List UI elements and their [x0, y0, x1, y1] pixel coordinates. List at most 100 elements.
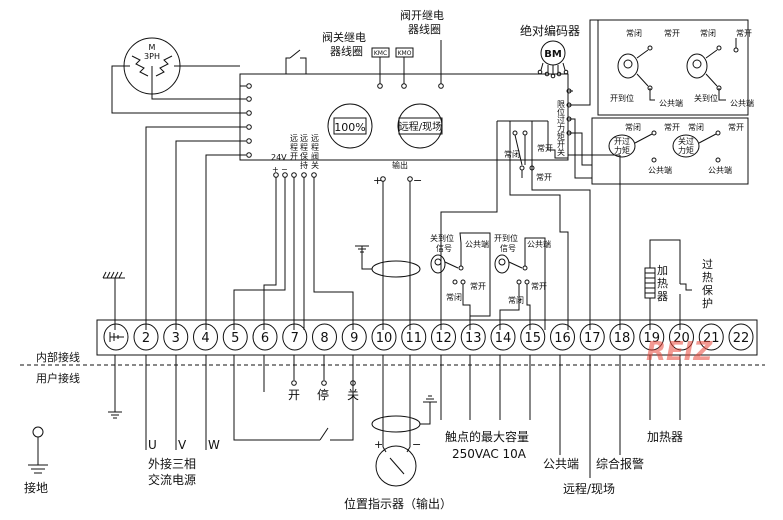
svg-text:信号: 信号	[436, 243, 452, 253]
overtorque-switch-box	[591, 117, 749, 185]
svg-text:开到位: 开到位	[494, 233, 518, 243]
v24-minus: −	[281, 165, 288, 174]
terminal-6	[252, 323, 278, 351]
terminal-16	[550, 323, 575, 351]
svg-text:程: 程	[311, 143, 319, 152]
terminal-11	[401, 323, 427, 351]
terminal-17-label: 17	[584, 331, 601, 346]
terminal-6-label: 6	[261, 331, 269, 346]
chassis-ground-icon	[102, 271, 125, 330]
open-overtorque-icon: 开过 力矩	[608, 130, 657, 163]
close-limit-no: 常开	[736, 29, 752, 38]
motor-3ph-label: 3PH	[144, 52, 160, 61]
heater-label: 加 热 器	[657, 264, 668, 303]
v24-label: 24V	[271, 153, 287, 162]
terminal-10-label: 10	[376, 331, 393, 346]
svg-text:关: 关	[557, 147, 565, 157]
open-position-signal-switch: 开到位 信号 公共端 常开 常闭	[494, 233, 551, 305]
open-ot-no: 常开	[664, 123, 680, 132]
terminal-18	[609, 323, 635, 351]
contact-capacity-1: 触点的最大容量	[445, 429, 529, 444]
svg-text:公共端: 公共端	[465, 239, 489, 249]
svg-text:开: 开	[290, 152, 298, 161]
ground-label: 接地	[24, 480, 48, 495]
terminal-9-label: 9	[350, 331, 358, 346]
limit-switch-box	[597, 19, 749, 116]
svg-text:常闭: 常闭	[446, 293, 462, 302]
remote-local-label: 远程/现场	[563, 481, 615, 496]
terminal-21-label: 21	[703, 331, 720, 346]
close-ot-common: 公共端	[708, 165, 732, 175]
terminal-9	[341, 323, 367, 351]
internal-wiring-label: 内部接线	[36, 350, 80, 364]
svg-text:关过: 关过	[678, 136, 694, 146]
user-wiring-label: 用户接线	[36, 371, 80, 385]
terminal-21	[698, 323, 724, 351]
close-limit-common: 公共端	[730, 98, 754, 108]
svg-text:矩: 矩	[557, 131, 565, 141]
svg-text:热: 热	[657, 277, 668, 290]
terminal-13	[460, 323, 486, 351]
terminal-strip	[96, 319, 758, 356]
terminal-7-label: 7	[291, 331, 299, 346]
indicator-label: 位置指示器（输出）	[344, 496, 452, 511]
shield-ground-upper-icon	[355, 245, 369, 253]
remote-close-label: 远 程 阀 关	[311, 134, 319, 170]
remote-local-knob-label: 远程/现场	[399, 120, 442, 133]
terminal-20-label: 20	[673, 331, 690, 346]
terminal-19-label: 19	[643, 331, 660, 346]
open-limit-label: 开到位	[610, 93, 634, 103]
svg-text:力矩: 力矩	[614, 145, 630, 155]
terminal-4-label: 4	[201, 331, 209, 346]
thermal-switch-icon	[679, 276, 692, 300]
cable-shield-lower	[371, 415, 421, 433]
terminal-12	[431, 323, 456, 351]
svg-text:力: 力	[557, 123, 565, 133]
alarm-nc-label: 常闭	[504, 150, 520, 159]
open-relay-coil-label-2: 器线圈	[408, 22, 441, 36]
encoder-pins	[537, 62, 569, 79]
terminal-17	[579, 323, 605, 351]
open-ot-nc: 常闭	[625, 123, 641, 132]
open-limit-switch-icon	[617, 45, 653, 91]
terminal-3	[163, 323, 189, 351]
close-position-signal-switch: 关到位 信号 公共端 常开 常闭	[430, 233, 489, 302]
position-indicator-gauge-icon	[375, 445, 417, 487]
motor-m-label: M	[149, 43, 156, 52]
phase-w: W	[208, 438, 220, 452]
external-ground-icon	[28, 426, 48, 474]
open-cmd-label: 开	[288, 388, 300, 402]
terminal-18-label: 18	[614, 331, 631, 346]
terminal-2	[133, 323, 159, 351]
three-phase-label-2: 交流电源	[148, 472, 196, 487]
close-overtorque-icon: 关过 力矩	[672, 130, 721, 163]
terminal-5-label: 5	[231, 331, 239, 346]
svg-text:远: 远	[311, 134, 319, 143]
close-limit-switch-icon	[686, 45, 722, 91]
svg-text:关: 关	[311, 160, 319, 170]
relay-contact-top	[285, 49, 307, 74]
terminal-14	[490, 323, 516, 351]
cable-shield-upper	[371, 260, 421, 278]
kmc-label: KMC	[374, 50, 387, 57]
remote-hold-label: 远 程 保 持	[300, 134, 308, 170]
svg-text:保: 保	[300, 151, 308, 161]
svg-text:程: 程	[290, 143, 298, 152]
terminal-14-label: 14	[495, 331, 512, 346]
position-display: 100%	[327, 103, 373, 149]
svg-text:护: 护	[702, 296, 713, 310]
close-relay-coil-label-1: 阀关继电	[322, 30, 366, 44]
terminal-3-label: 3	[172, 331, 180, 346]
phase-u: U	[148, 438, 157, 452]
alarm-relay-contact: 常闭 常开 常开	[504, 130, 553, 182]
svg-text:常闭: 常闭	[508, 296, 524, 305]
close-ot-nc: 常闭	[688, 123, 704, 132]
terminal-15	[520, 323, 546, 351]
watermark-logo: REIZ	[646, 337, 713, 367]
encoder-label: 绝对编码器	[520, 23, 580, 38]
board-left-terminals	[246, 83, 252, 158]
stop-cmd-label: 停	[317, 387, 329, 402]
terminal-22-label: 22	[733, 331, 750, 346]
terminal-8-label: 8	[320, 331, 328, 346]
svg-text:加: 加	[657, 264, 668, 277]
